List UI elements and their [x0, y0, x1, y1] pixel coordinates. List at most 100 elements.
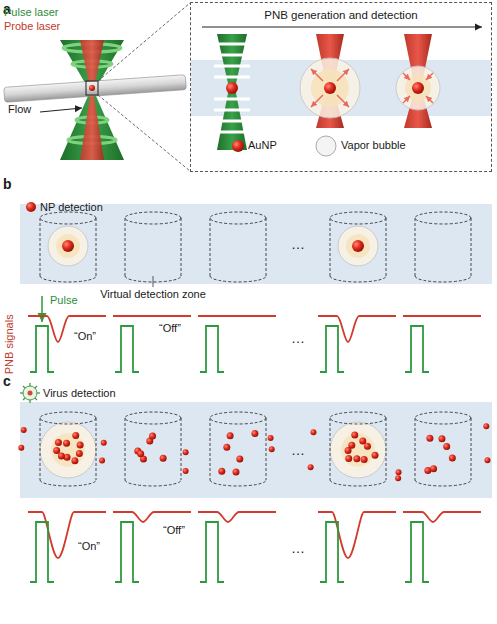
- gold-nanoparticle: [430, 465, 437, 472]
- vapor-bubble-core: [51, 433, 85, 467]
- detection-zone: [330, 412, 386, 486]
- gold-nanoparticle: [77, 442, 84, 449]
- gold-nanoparticle: [55, 439, 62, 446]
- pulse-label: Pulse: [50, 294, 78, 307]
- gold-nanoparticle: [395, 475, 401, 481]
- detection-zone: [40, 212, 96, 282]
- signal-state: “On”: [74, 330, 96, 343]
- gold-nanoparticle: [183, 449, 189, 455]
- pulse-signal: [30, 522, 54, 582]
- gold-nanoparticle: [21, 427, 27, 433]
- zone-label: Virtual detection zone: [100, 288, 206, 301]
- laser-label: Pulse laser: [4, 6, 58, 19]
- section-heading: Virus detection: [43, 387, 116, 400]
- detection-zone: [330, 212, 386, 282]
- detection-zone: [125, 212, 181, 282]
- gold-nanoparticle: [218, 468, 225, 475]
- gold-nanoparticle: [72, 432, 79, 439]
- vapor-bubble: [40, 422, 96, 478]
- probe-signal: [113, 512, 191, 522]
- gold-nanoparticle: [53, 447, 60, 454]
- probe-signal: [198, 315, 276, 317]
- gold-nanoparticle: [364, 443, 371, 450]
- gold-nanoparticle: [227, 432, 234, 439]
- probe-signal: [403, 315, 481, 317]
- detection-zone: [415, 212, 471, 282]
- pulse-signal: [115, 326, 139, 372]
- probe-signal: [28, 316, 106, 342]
- vapor-bubble: [330, 422, 386, 478]
- gold-nanoparticle: [353, 455, 360, 462]
- pulse-signal: [320, 522, 344, 582]
- gold-nanoparticle: [223, 444, 230, 451]
- pulse-signal: [405, 326, 429, 372]
- vapor-bubble-core: [341, 433, 375, 467]
- gold-nanoparticle: [18, 445, 24, 451]
- gold-nanoparticle: [183, 468, 189, 474]
- pulse-signal: [115, 522, 139, 582]
- pulse-signal: [30, 326, 54, 372]
- pulse-signal: [200, 522, 224, 582]
- legend-text: AuNP: [248, 139, 277, 152]
- gold-nanoparticle: [352, 240, 364, 252]
- gold-nanoparticle: [359, 437, 366, 444]
- gold-nanoparticle: [372, 452, 379, 459]
- laser-label: Probe laser: [4, 20, 60, 33]
- detection-zone: [210, 212, 266, 282]
- gold-nanoparticle: [426, 435, 433, 442]
- gold-nanoparticle: [361, 456, 368, 463]
- ellipsis: …: [291, 236, 305, 252]
- gold-nanoparticle: [269, 446, 275, 452]
- vapor-bubble: [338, 226, 378, 266]
- detection-zone: [40, 412, 96, 486]
- gold-nanoparticle: [268, 435, 274, 441]
- gold-nanoparticle: [232, 468, 239, 475]
- gold-nanoparticle: [351, 432, 358, 439]
- gold-nanoparticle: [348, 442, 355, 449]
- ellipsis: …: [291, 330, 305, 346]
- pulse-signal: [405, 522, 429, 582]
- section-heading: NP detection: [40, 201, 103, 214]
- vapor-bubble-core: [56, 234, 80, 258]
- gold-nanoparticle: [396, 469, 402, 475]
- gold-nanoparticle: [310, 429, 316, 435]
- probe-signal: [403, 512, 481, 522]
- probe-signal: [198, 512, 276, 522]
- gold-nanoparticle: [76, 450, 83, 457]
- gold-nanoparticle: [58, 453, 65, 460]
- gold-nanoparticle: [345, 455, 352, 462]
- gold-nanoparticle: [149, 433, 156, 440]
- pulse-signal: [320, 326, 344, 372]
- ellipsis: …: [291, 442, 305, 458]
- legend-text: Vapor bubble: [341, 139, 406, 152]
- detection-zone: [415, 412, 471, 486]
- pulse-signal: [200, 326, 224, 372]
- vapor-bubble-core: [346, 234, 370, 258]
- axis-label: PNB signals: [3, 314, 16, 374]
- gold-nanoparticle: [449, 455, 456, 462]
- gold-nanoparticle: [483, 423, 489, 429]
- legend-sample-dot: [232, 140, 244, 152]
- gold-nanoparticle: [160, 455, 167, 462]
- signal-state: “Off”: [159, 322, 181, 335]
- detection-zone: [125, 412, 181, 486]
- ellipsis: …: [291, 540, 305, 556]
- vapor-bubble: [48, 226, 88, 266]
- gold-nanoparticle: [62, 240, 74, 252]
- detection-zone: [210, 412, 266, 486]
- gold-nanoparticle: [236, 455, 243, 462]
- panel-letter: b: [3, 176, 12, 192]
- gold-nanoparticle: [71, 457, 78, 464]
- inset-title: PNB generation and detection: [191, 9, 491, 21]
- panel-letter: c: [3, 373, 11, 389]
- gold-nanoparticle: [63, 440, 70, 447]
- probe-signal: [113, 315, 191, 317]
- gold-nanoparticle: [251, 430, 258, 437]
- gold-nanoparticle: [137, 450, 144, 457]
- flow-label: Flow: [8, 103, 31, 116]
- signal-state: “Off”: [163, 524, 185, 537]
- signal-state: “On”: [78, 540, 100, 553]
- gold-nanoparticle: [99, 458, 105, 464]
- gold-nanoparticle: [443, 443, 450, 450]
